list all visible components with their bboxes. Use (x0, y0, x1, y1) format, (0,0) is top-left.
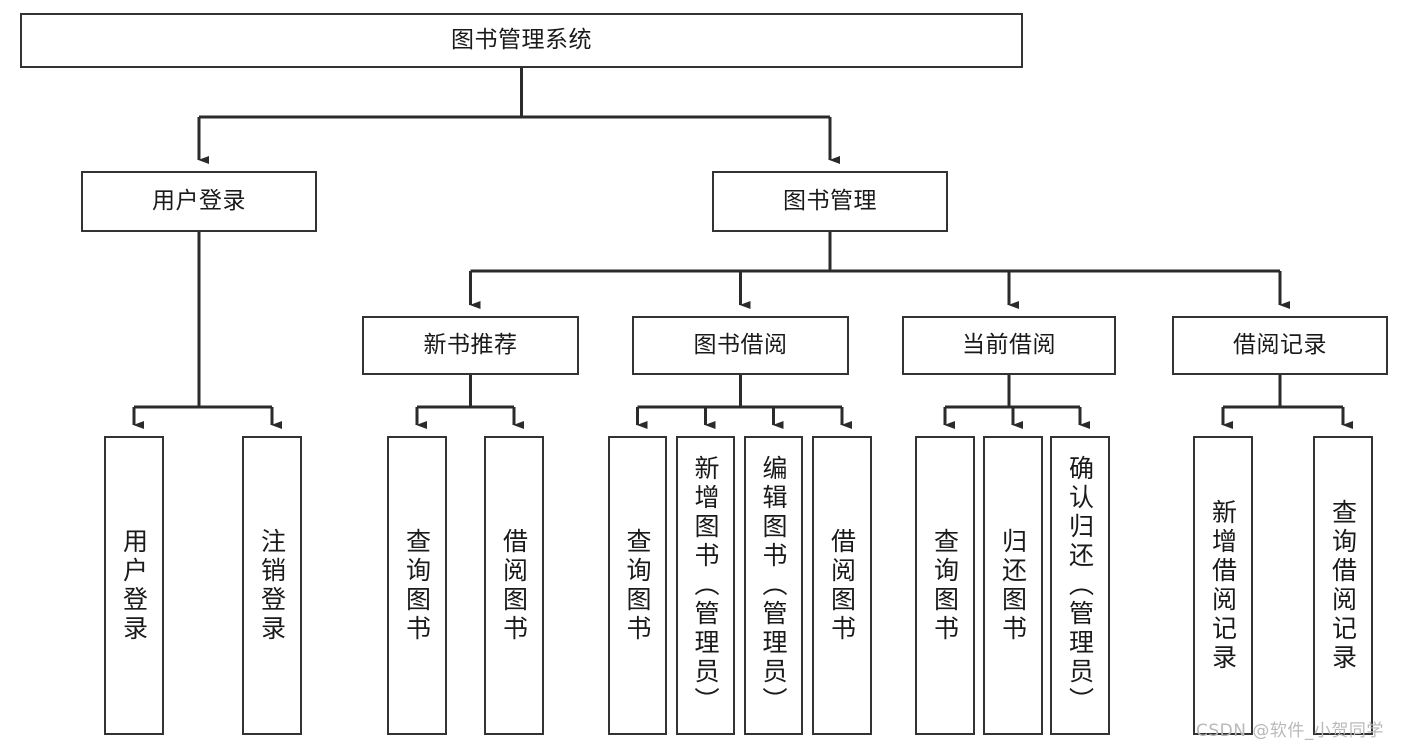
node-new-book-recommend-label: 新书推荐 (423, 331, 518, 358)
leaf-query-borrow-record-label: 查询借阅记录 (1328, 498, 1358, 673)
node-borrow-record[interactable]: 借阅记录 (1172, 316, 1388, 375)
leaf-borrow-book-b[interactable]: 借阅图书 (812, 436, 872, 735)
csdn-watermark: CSDN @软件_小贺同学 (1196, 721, 1384, 741)
leaf-add-borrow-record-label: 新增借阅记录 (1208, 498, 1238, 673)
leaf-return-book-label: 归还图书 (998, 527, 1028, 644)
leaf-borrow-book-b-label: 借阅图书 (827, 527, 857, 644)
node-book-manage-label: 图书管理 (783, 187, 877, 214)
node-new-book-recommend[interactable]: 新书推荐 (362, 316, 579, 375)
node-current-borrow[interactable]: 当前借阅 (902, 316, 1116, 375)
node-borrow-record-label: 借阅记录 (1233, 331, 1327, 358)
leaf-user-logout[interactable]: 注销登录 (242, 436, 302, 735)
leaf-query-book-b[interactable]: 查询图书 (608, 436, 667, 735)
leaf-query-book-a[interactable]: 查询图书 (387, 436, 447, 735)
leaf-query-book-c[interactable]: 查询图书 (915, 436, 975, 735)
leaf-user-login-label: 用户登录 (119, 527, 149, 644)
leaf-query-borrow-record[interactable]: 查询借阅记录 (1313, 436, 1373, 735)
leaf-add-borrow-record[interactable]: 新增借阅记录 (1193, 436, 1253, 735)
node-root[interactable]: 图书管理系统 (20, 13, 1023, 68)
leaf-user-login[interactable]: 用户登录 (104, 436, 164, 735)
leaf-user-logout-label: 注销登录 (257, 527, 287, 644)
node-user-login[interactable]: 用户登录 (81, 171, 317, 232)
node-book-borrow[interactable]: 图书借阅 (632, 316, 849, 375)
node-user-login-label: 用户登录 (152, 187, 246, 214)
node-book-manage[interactable]: 图书管理 (712, 171, 948, 232)
leaf-borrow-book-a[interactable]: 借阅图书 (484, 436, 544, 735)
leaf-query-book-a-label: 查询图书 (402, 527, 432, 644)
leaf-borrow-book-a-label: 借阅图书 (499, 527, 529, 644)
leaf-edit-book[interactable]: 编辑图书（管理员） (744, 436, 803, 735)
leaf-query-book-b-label: 查询图书 (623, 527, 652, 644)
leaf-add-book[interactable]: 新增图书（管理员） (676, 436, 735, 735)
node-current-borrow-label: 当前借阅 (962, 331, 1056, 358)
leaf-edit-book-label: 编辑图书（管理员） (759, 455, 788, 716)
leaf-confirm-return[interactable]: 确认归还（管理员） (1050, 436, 1110, 735)
leaf-return-book[interactable]: 归还图书 (983, 436, 1043, 735)
node-root-label: 图书管理系统 (451, 26, 592, 53)
leaf-query-book-c-label: 查询图书 (930, 527, 960, 644)
node-book-borrow-label: 图书借阅 (693, 331, 788, 358)
leaf-confirm-return-label: 确认归还（管理员） (1065, 455, 1095, 716)
leaf-add-book-label: 新增图书（管理员） (691, 455, 720, 716)
